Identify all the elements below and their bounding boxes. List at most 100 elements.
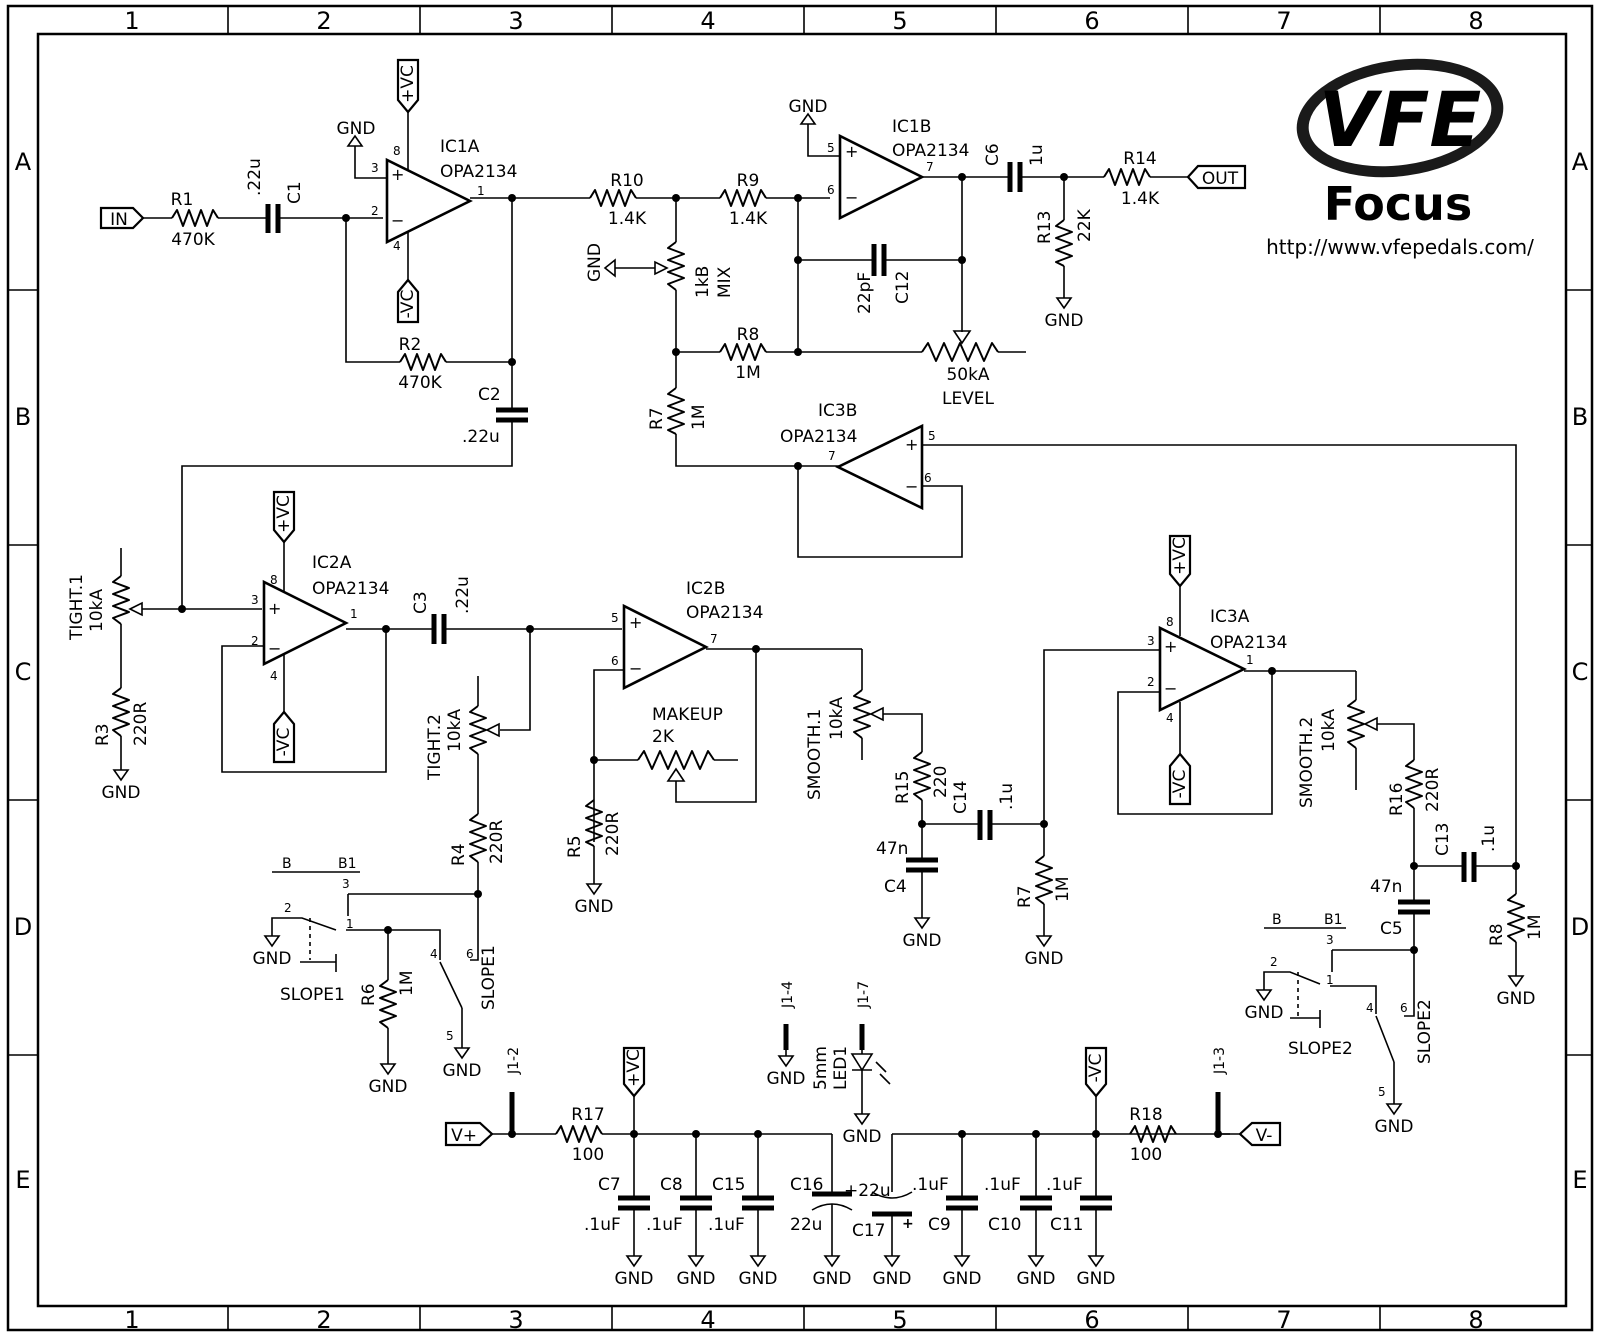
plus-sign: + bbox=[845, 142, 858, 161]
plus-sign: + bbox=[629, 613, 642, 632]
ic2a-pin: 2 bbox=[251, 634, 259, 648]
resistor-r7 bbox=[1035, 855, 1053, 905]
wiper-arrow-icon bbox=[128, 601, 143, 617]
wiper-arrow-icon bbox=[666, 767, 686, 782]
resistor-r14 bbox=[1103, 168, 1151, 186]
ic3b-part: OPA2134 bbox=[780, 427, 857, 447]
gnd-icon bbox=[453, 1047, 471, 1060]
c6-ref: C6 bbox=[983, 143, 1003, 166]
c6-value: 1u bbox=[1027, 144, 1047, 166]
slope1-b: B bbox=[282, 856, 292, 872]
ic3a-pin: 1 bbox=[1246, 653, 1254, 667]
capacitor-c17 bbox=[871, 1134, 913, 1268]
r12-value: 1.4K bbox=[608, 209, 647, 229]
gnd-label: GND bbox=[369, 1077, 408, 1097]
slope1-pin: 6 bbox=[466, 947, 474, 961]
slope2-ref: SLOPE2 bbox=[1288, 1039, 1353, 1059]
col-label: 7 bbox=[1276, 1306, 1291, 1334]
r13-value: 22K bbox=[1075, 208, 1095, 242]
level-ref: LEVEL bbox=[942, 389, 995, 409]
r6-value: 1M bbox=[397, 971, 417, 996]
row-label: D bbox=[1571, 913, 1589, 941]
vminus-port bbox=[1238, 1121, 1282, 1147]
makeup-value: 2K bbox=[652, 727, 675, 747]
gnd-label: GND bbox=[102, 783, 141, 803]
c17-value: +22u bbox=[844, 1181, 891, 1201]
c7-value: .1uF bbox=[584, 1215, 621, 1235]
r10-value: 1M bbox=[735, 363, 760, 383]
r12-ref: R10 bbox=[610, 171, 643, 191]
gnd-label: GND bbox=[253, 949, 292, 969]
row-label: B bbox=[1572, 403, 1588, 431]
col-label: 4 bbox=[700, 7, 715, 35]
col-label: 4 bbox=[700, 1306, 715, 1334]
potentiometer-smooth1 bbox=[853, 689, 871, 739]
c17-ref: C17 bbox=[852, 1221, 886, 1241]
c13-ref: C13 bbox=[1433, 822, 1453, 856]
gnd-label: GND bbox=[903, 931, 942, 951]
wiper-arrow-icon bbox=[869, 706, 884, 722]
c1-ref: C1 bbox=[285, 181, 305, 204]
col-label: 2 bbox=[316, 1306, 331, 1334]
slope1-ref: SLOPE1 bbox=[479, 945, 499, 1010]
ic1b-pin: 5 bbox=[827, 141, 835, 155]
vplus-port bbox=[444, 1121, 494, 1147]
mix-ref: MIX bbox=[715, 266, 735, 298]
c8-ref: C8 bbox=[660, 1175, 683, 1195]
gnd-icon bbox=[263, 935, 281, 948]
pvc-port bbox=[1168, 534, 1192, 588]
ic1b-part: OPA2134 bbox=[892, 141, 969, 161]
col-label: 3 bbox=[508, 7, 523, 35]
ic2b-part: OPA2134 bbox=[686, 603, 763, 623]
mvc-label: -VC bbox=[398, 290, 418, 319]
slope1-ref: SLOPE1 bbox=[280, 985, 345, 1005]
opamp-ic3b bbox=[835, 423, 924, 511]
grid-ticks bbox=[8, 6, 1592, 1330]
ic1a-part: OPA2134 bbox=[440, 162, 517, 182]
slope2-pin: 6 bbox=[1400, 1001, 1408, 1015]
col-label: 6 bbox=[1084, 1306, 1099, 1334]
tight1-ref: TIGHT.1 bbox=[67, 574, 87, 641]
tight2-value: 10kA bbox=[445, 709, 465, 752]
jack-label: J1-7 bbox=[856, 981, 872, 1009]
ic2a-pin: 4 bbox=[270, 669, 278, 683]
r10-ref: R8 bbox=[737, 325, 760, 345]
ic3a-ref: IC3A bbox=[1210, 607, 1250, 627]
vfe-logo: VFE bbox=[1296, 58, 1504, 178]
r17-value: 100 bbox=[572, 1145, 604, 1165]
resistor-r17 bbox=[555, 1125, 603, 1143]
capacitor-c11 bbox=[1080, 1130, 1112, 1268]
ic2a-ref: IC2A bbox=[312, 553, 352, 573]
inner-frame bbox=[36, 32, 1568, 1308]
slope2-pin: 5 bbox=[1378, 1085, 1386, 1099]
gnd-label: GND bbox=[1375, 1117, 1414, 1137]
col-label: 8 bbox=[1468, 7, 1483, 35]
gnd-label: GND bbox=[337, 119, 376, 139]
r15-ref: R15 bbox=[893, 771, 913, 804]
gnd-label: GND bbox=[1045, 311, 1084, 331]
row-label: E bbox=[15, 1166, 30, 1194]
mvc-label: -VC bbox=[1086, 1054, 1106, 1083]
mvc-label: -VC bbox=[1170, 770, 1190, 799]
led-ref: LED1 bbox=[831, 1046, 851, 1090]
row-label: C bbox=[15, 658, 32, 686]
potentiometer-mix bbox=[667, 241, 685, 291]
plus-sign: + bbox=[905, 435, 918, 454]
wiper-arrow-icon bbox=[952, 330, 972, 345]
c14-value: .1u bbox=[997, 783, 1017, 810]
r9-ref: R7 bbox=[647, 407, 667, 430]
c12-ref: C12 bbox=[893, 270, 913, 304]
col-label: 5 bbox=[892, 7, 907, 35]
ic1a-pin: 1 bbox=[477, 184, 485, 198]
gnd-icon bbox=[799, 112, 817, 125]
resistor-r12 bbox=[589, 189, 637, 207]
outer-frame bbox=[6, 4, 1594, 1332]
row-label: E bbox=[1572, 1166, 1587, 1194]
jack-label: J1-4 bbox=[780, 981, 796, 1009]
gnd-icon bbox=[585, 883, 603, 896]
gnd-label: GND bbox=[843, 1127, 882, 1147]
opamp-ic1b bbox=[838, 133, 925, 221]
logo-text: VFE bbox=[1319, 75, 1482, 164]
col-label: 1 bbox=[124, 7, 139, 35]
ic1b-ref: IC1B bbox=[892, 117, 931, 137]
